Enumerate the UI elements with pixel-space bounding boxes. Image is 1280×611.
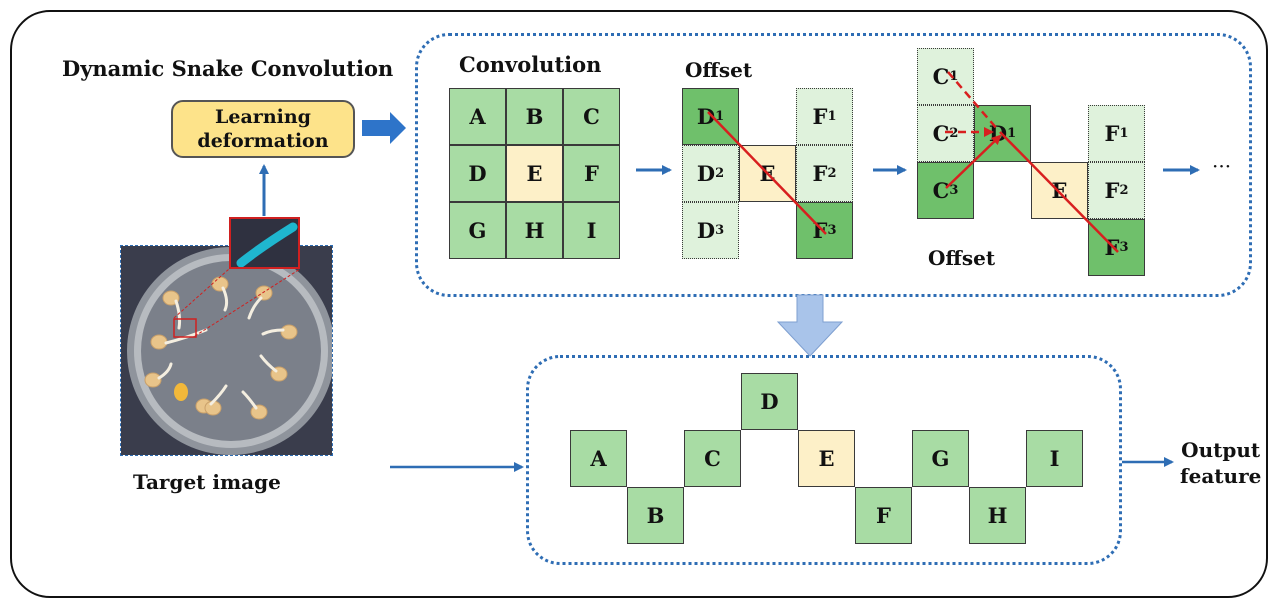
grid-cell-g: G bbox=[449, 202, 506, 259]
output-cell-c: C bbox=[684, 430, 741, 487]
outer-frame bbox=[10, 10, 1268, 598]
grid-cell-a: A bbox=[449, 88, 506, 145]
grid-cell-b: B bbox=[506, 88, 563, 145]
grid-cell-d: D bbox=[449, 145, 506, 202]
block-arrow-to-panel bbox=[362, 112, 406, 144]
ellipsis: ··· bbox=[1212, 154, 1232, 178]
output-label-line-1: Output bbox=[1181, 438, 1261, 462]
output-cell-f: F bbox=[855, 487, 912, 544]
offset2-f2-base: F bbox=[1104, 178, 1120, 203]
offset1-f2-sub: 2 bbox=[827, 166, 837, 181]
offset-label-1: Offset bbox=[685, 58, 753, 82]
diagram-title: Dynamic Snake Convolution bbox=[62, 56, 394, 81]
convolution-label: Convolution bbox=[459, 52, 602, 77]
output-cell-h: H bbox=[969, 487, 1026, 544]
zoom-line-top bbox=[173, 268, 230, 319]
zoomed-sprout-image bbox=[231, 219, 298, 267]
offset1-f3-sub: 3 bbox=[827, 223, 837, 238]
offset1-d3-base: D bbox=[696, 218, 716, 243]
offset1-d1-sub: 1 bbox=[715, 109, 725, 124]
learning-deformation-box: Learning deformation bbox=[171, 100, 355, 158]
offset2-arrow-c3 bbox=[945, 134, 1002, 189]
target-image bbox=[120, 245, 333, 456]
offset1-path-line bbox=[707, 111, 827, 235]
offset1-d2-sub: 2 bbox=[715, 166, 725, 181]
offset2-c3-sub: 3 bbox=[949, 183, 959, 198]
grid-cell-h: H bbox=[506, 202, 563, 259]
offset1-f2-base: F bbox=[812, 161, 828, 186]
offset2-c1-base: C bbox=[932, 64, 950, 89]
offset2-f2-sub: 2 bbox=[1119, 183, 1129, 198]
output-cell-b: B bbox=[627, 487, 684, 544]
offset2-c3-base: C bbox=[932, 178, 950, 203]
offset1-d3-sub: 3 bbox=[715, 223, 725, 238]
offset2-f3-sub: 3 bbox=[1119, 240, 1129, 255]
offset2-cell-f3: F3 bbox=[1088, 219, 1145, 276]
output-label-line-2: feature bbox=[1180, 464, 1262, 488]
output-cell-e: E bbox=[798, 430, 855, 487]
zoom-inset bbox=[229, 217, 300, 269]
grid-cell-e: E bbox=[506, 145, 563, 202]
learning-line-1: Learning bbox=[215, 106, 311, 128]
output-panel bbox=[526, 355, 1122, 565]
offset1-d2-base: D bbox=[696, 161, 716, 186]
offset2-c2-base: C bbox=[932, 121, 950, 146]
output-cell-g: G bbox=[912, 430, 969, 487]
offset2-c2-sub: 2 bbox=[949, 126, 959, 141]
offset2-dashed-c1 bbox=[947, 71, 999, 131]
offset2-path-main bbox=[999, 131, 1119, 253]
target-image-label: Target image bbox=[133, 470, 281, 494]
zoom-line-bottom bbox=[194, 268, 301, 337]
learning-line-2: deformation bbox=[197, 130, 329, 152]
grid-cell-f: F bbox=[563, 145, 620, 202]
upper-process-panel bbox=[415, 33, 1252, 297]
down-block-arrow bbox=[776, 294, 844, 357]
offset1-f1-base: F bbox=[812, 104, 828, 129]
grid-cell-i: I bbox=[563, 202, 620, 259]
output-cell-d: D bbox=[741, 373, 798, 430]
offset1-d1-base: D bbox=[696, 104, 716, 129]
offset2-d1-sub: 1 bbox=[1007, 126, 1017, 141]
offset-label-2: Offset bbox=[928, 246, 996, 270]
grid-cell-c: C bbox=[563, 88, 620, 145]
offset2-f1-base: F bbox=[1104, 121, 1120, 146]
offset1-f1-sub: 1 bbox=[827, 109, 837, 124]
output-feature-label: Output feature bbox=[1180, 437, 1261, 489]
output-cell-a: A bbox=[570, 430, 627, 487]
output-cell-i: I bbox=[1026, 430, 1083, 487]
offset2-f1-sub: 1 bbox=[1119, 126, 1129, 141]
offset2-c1-sub: 1 bbox=[949, 69, 959, 84]
petri-dish-image bbox=[121, 246, 332, 455]
